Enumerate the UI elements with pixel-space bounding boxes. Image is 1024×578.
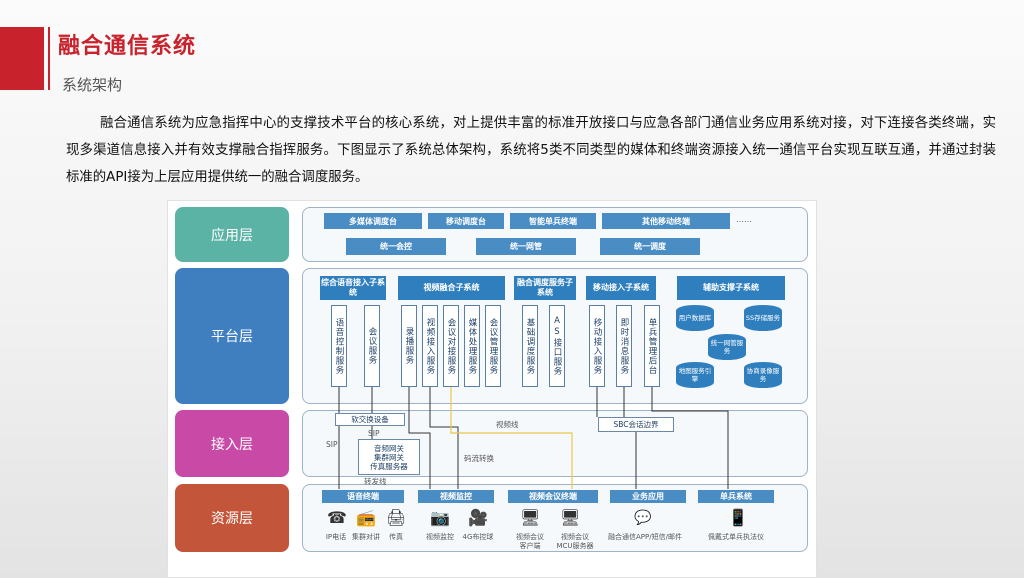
surveillance-camera-icon: 📷 bbox=[430, 508, 450, 527]
resource-group-video-surveillance: 视频监控 bbox=[418, 490, 494, 503]
mcu-server-icon: 🖥 bbox=[560, 508, 581, 527]
resource-group-voice: 语音终端 bbox=[322, 490, 404, 503]
app-multimedia-console: 多媒体调度台 bbox=[324, 213, 422, 229]
resource-label-trunk: 集群对讲 bbox=[352, 533, 380, 541]
access-sip-label-1: SIP bbox=[326, 440, 338, 449]
body-camera-icon: 📱 bbox=[728, 508, 748, 527]
db-recording: 协商录像服务 bbox=[744, 362, 782, 388]
4g-dome-camera-icon: 🎥 bbox=[468, 508, 488, 527]
subsystem-aux: 辅助支撑子系统 bbox=[677, 276, 785, 300]
resource-label-mcu: 视频会议 MCU服务器 bbox=[556, 533, 594, 550]
access-video-line-label: 视频线 bbox=[496, 420, 519, 429]
header-accent-block bbox=[0, 27, 44, 90]
header-rule bbox=[48, 27, 50, 90]
app-sms-mail-icon: 💬 bbox=[634, 510, 652, 526]
service-as-interface: AS接口服务 bbox=[549, 305, 565, 387]
layer-label-access: 接入层 bbox=[175, 410, 289, 477]
service-conference-docking: 会议对接服务 bbox=[443, 305, 459, 387]
app-unified-conference: 统一会控 bbox=[346, 238, 446, 255]
resource-label-ip-phone: IP电话 bbox=[325, 533, 347, 541]
fax-icon: 🖨 bbox=[386, 508, 407, 527]
service-soldier-backend: 单兵管理后台 bbox=[644, 305, 660, 387]
subsystem-mobile: 移动接入子系统 bbox=[586, 276, 656, 300]
service-recording: 录播服务 bbox=[401, 305, 417, 387]
layer-label-app: 应用层 bbox=[175, 207, 289, 262]
app-unified-netmgmt: 统一网管 bbox=[476, 238, 576, 255]
app-other-mobile: 其他移动终端 bbox=[602, 213, 730, 229]
resource-group-soldier: 单兵系统 bbox=[698, 490, 774, 503]
db-map-engine: 地图服务引擎 bbox=[676, 362, 714, 388]
access-stream-convert-label: 码流转换 bbox=[464, 454, 494, 463]
access-sip-label-2: SIP bbox=[368, 429, 380, 438]
app-mobile-console: 移动调度台 bbox=[428, 213, 504, 229]
layer-label-platform: 平台层 bbox=[175, 268, 289, 404]
service-instant-message: 即时消息服务 bbox=[616, 305, 632, 387]
service-media-processing: 媒体处理服务 bbox=[464, 305, 480, 387]
app-more-ellipsis: …… bbox=[736, 215, 752, 224]
slide-title: 融合通信系统 bbox=[58, 34, 197, 59]
subsystem-dispatch: 融合调度服务子系统 bbox=[514, 276, 576, 300]
resource-label-conf-client: 视频会议 客户端 bbox=[516, 533, 544, 550]
trunk-radio-icon: 📻 bbox=[356, 508, 376, 527]
access-relay-label: 转发线 bbox=[364, 477, 387, 486]
db-ss-storage: SS存储服务 bbox=[744, 305, 782, 331]
resource-label-fax: 传真 bbox=[389, 533, 403, 541]
access-gateways: 音频网关 集群网关 传真服务器 bbox=[358, 439, 420, 475]
ip-phone-icon: ☎ bbox=[327, 508, 347, 527]
layer-label-resource: 资源层 bbox=[175, 484, 289, 552]
service-meeting: 会议服务 bbox=[364, 305, 380, 387]
architecture-diagram: 应用层 平台层 接入层 资源层 多媒体调度台 移动调度台 智能单兵终端 其他移动… bbox=[167, 200, 817, 578]
slide-subtitle: 系统架构 bbox=[62, 76, 123, 94]
service-conference-mgmt: 会议管理服务 bbox=[485, 305, 501, 387]
resource-label-surveillance: 视频监控 bbox=[426, 533, 454, 541]
access-sbc: SBC会话边界 bbox=[598, 417, 674, 432]
service-mobile-access: 移动接入服务 bbox=[589, 305, 605, 387]
service-video-access: 视频接入服务 bbox=[422, 305, 438, 387]
app-smart-soldier: 智能单兵终端 bbox=[510, 213, 596, 229]
app-unified-dispatch: 统一调度 bbox=[600, 238, 700, 255]
intro-paragraph: 融合通信系统为应急指挥中心的支撑技术平台的核心系统，对上提供丰富的标准开放接口与… bbox=[66, 116, 996, 185]
access-softswitch: 软交换设备 bbox=[335, 413, 405, 426]
db-netmgmt: 统一网管服务 bbox=[708, 334, 746, 360]
service-voice-control: 语音控制服务 bbox=[331, 305, 347, 387]
resource-label-body-camera: 佩戴式单兵执法仪 bbox=[708, 533, 764, 541]
subsystem-voice: 综合语音接入子系统 bbox=[320, 276, 386, 300]
service-basic-dispatch: 基础调度服务 bbox=[522, 305, 538, 387]
db-user: 用户数据库 bbox=[676, 305, 714, 331]
conference-client-icon: 🖥 bbox=[520, 508, 541, 527]
resource-group-video-conference: 视频会议终端 bbox=[508, 490, 598, 503]
resource-group-business: 业务应用 bbox=[610, 490, 686, 503]
resource-label-business-app: 融合通信APP/短信/邮件 bbox=[608, 533, 682, 541]
subsystem-video: 视频融合子系统 bbox=[398, 276, 505, 300]
resource-label-dome: 4G布控球 bbox=[462, 533, 494, 541]
